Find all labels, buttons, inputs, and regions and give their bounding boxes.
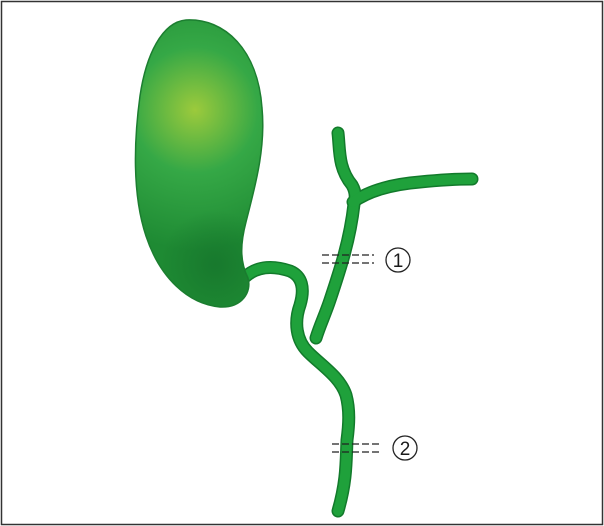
callout-1: 1 <box>386 248 410 272</box>
callout-2: 2 <box>393 436 417 460</box>
callout-2-label: 2 <box>400 439 411 460</box>
cut-marker-2 <box>332 444 382 452</box>
duct-fill <box>245 133 472 511</box>
callout-1-label: 1 <box>393 251 404 272</box>
